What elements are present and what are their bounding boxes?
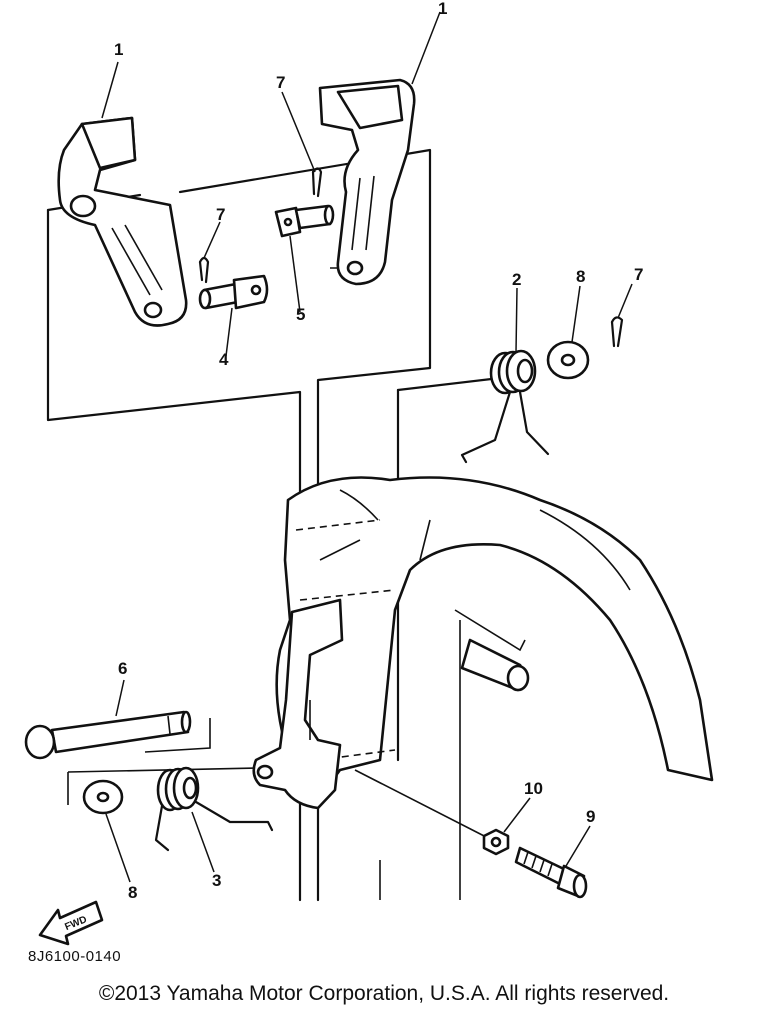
shaft[interactable]: [24, 710, 192, 760]
callout-washer-lower: 8: [128, 883, 137, 902]
clevis-pin-4[interactable]: [198, 274, 269, 310]
clevis-pin-5[interactable]: [274, 204, 335, 238]
swing-arm-body: [275, 476, 714, 900]
callout-cotter-pin-top: 7: [276, 73, 285, 92]
bolt-axis-line: [354, 769, 493, 841]
bracket-right[interactable]: [318, 78, 416, 286]
cotter-pin-mid[interactable]: [198, 256, 210, 284]
callout-spring-upper: 2: [512, 270, 521, 289]
copyright-notice: ©2013 Yamaha Motor Corporation, U.S.A. A…: [98, 982, 670, 1005]
callout-pin-5: 5: [296, 305, 305, 324]
washer-lower[interactable]: [82, 779, 124, 815]
torsion-spring-upper[interactable]: [460, 349, 550, 464]
callout-shaft: 6: [118, 659, 127, 678]
callout-spring-lower: 3: [212, 871, 221, 890]
torsion-spring-lower[interactable]: [154, 766, 274, 852]
callout-pin-4: 4: [219, 350, 229, 369]
callout-bracket-right: 1: [438, 0, 447, 18]
callout-cotter-pin-mid: 7: [216, 205, 225, 224]
nut[interactable]: [482, 828, 510, 856]
callout-bolt: 9: [586, 807, 595, 826]
leader-lines: [101, 11, 633, 883]
washer-upper[interactable]: [546, 340, 590, 380]
drawing-code: 8J6100-0140: [28, 948, 122, 965]
callout-cotter-pin-right: 7: [634, 265, 643, 284]
callout-nut: 10: [524, 779, 543, 798]
cotter-pin-right[interactable]: [610, 316, 624, 348]
fwd-arrow-icon: FWD: [38, 900, 104, 946]
callout-bracket-left: 1: [114, 40, 123, 59]
cotter-pin-top[interactable]: [311, 167, 323, 198]
bracket-left[interactable]: [57, 116, 188, 327]
mount-plate: [252, 598, 344, 810]
callout-washer-upper: 8: [576, 267, 585, 286]
bolt[interactable]: [514, 846, 588, 899]
